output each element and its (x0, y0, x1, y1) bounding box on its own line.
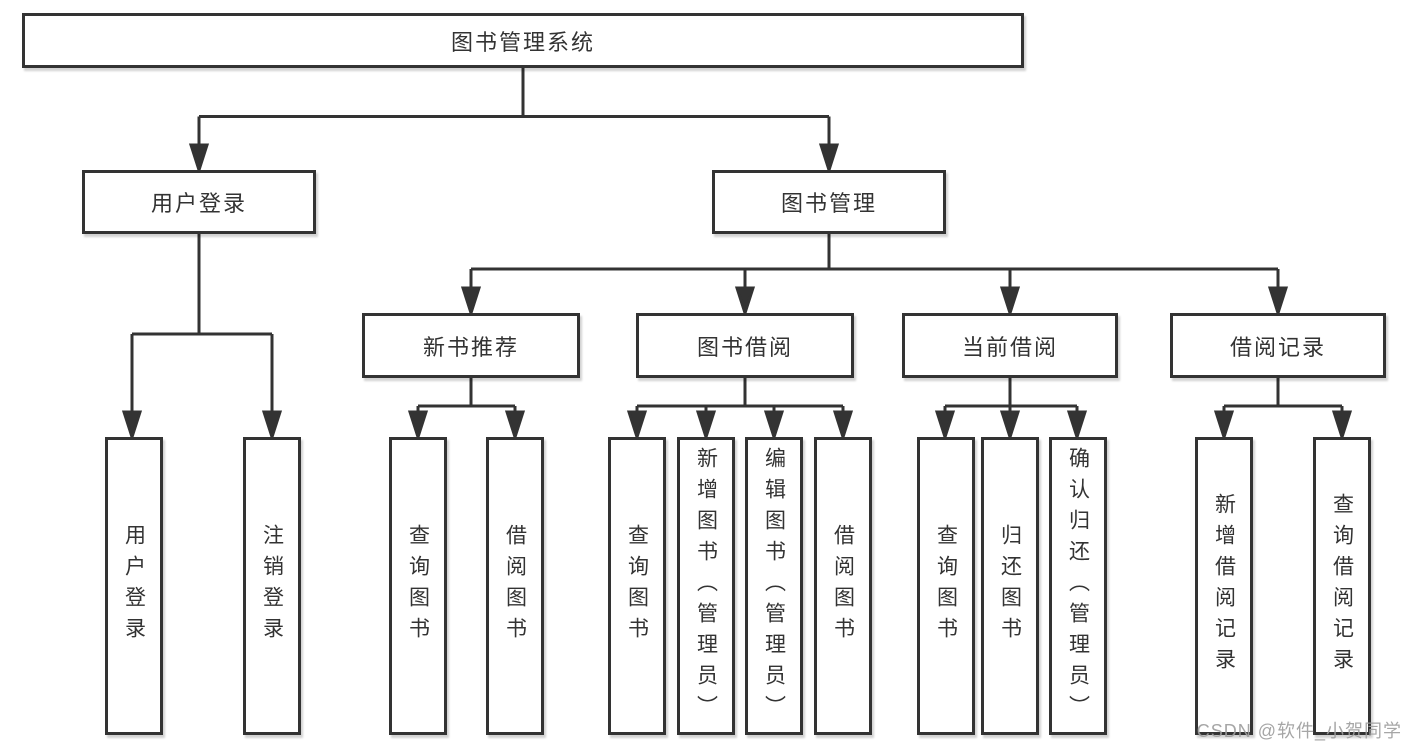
connector-book-mgmt-children (460, 234, 1289, 318)
node-new-book-recommend: 新书推荐 (362, 313, 580, 378)
leaf-query-borrow-record-label: 查询借阅记录 (1330, 493, 1354, 679)
leaf-user-login: 用户登录 (105, 437, 163, 735)
leaf-confirm-return-admin-label: 确认归还（管理员） (1066, 446, 1090, 726)
leaf-query-books-borrow: 查询图书 (608, 437, 666, 735)
leaf-return-books: 归还图书 (981, 437, 1039, 735)
leaf-query-books-recommend-label: 查询图书 (406, 524, 430, 648)
connector-borrow-record-children (1213, 378, 1353, 442)
node-book-borrow: 图书借阅 (636, 313, 854, 378)
node-user-login: 用户登录 (82, 170, 316, 234)
connector-new-book-children (407, 378, 526, 442)
leaf-edit-books-admin-label: 编辑图书（管理员） (762, 446, 786, 726)
connector-root-to-level2 (188, 68, 840, 175)
node-current-borrow-label: 当前借阅 (961, 334, 1058, 360)
node-borrow-records-label: 借阅记录 (1229, 334, 1326, 360)
leaf-logout-label: 注销登录 (260, 524, 284, 648)
connector-user-login-children (121, 234, 283, 442)
node-book-borrow-label: 图书借阅 (696, 334, 793, 360)
node-book-management-label: 图书管理 (780, 191, 877, 216)
leaf-edit-books-admin: 编辑图书（管理员） (745, 437, 803, 735)
leaf-borrow-books: 借阅图书 (814, 437, 872, 735)
leaf-add-borrow-record-label: 新增借阅记录 (1212, 493, 1236, 679)
leaf-query-books-recommend: 查询图书 (389, 437, 447, 735)
leaf-query-books-current: 查询图书 (917, 437, 975, 735)
node-new-book-recommend-label: 新书推荐 (422, 334, 519, 360)
node-user-login-label: 用户登录 (150, 191, 247, 216)
leaf-add-books-admin-label: 新增图书（管理员） (694, 446, 718, 726)
leaf-query-borrow-record: 查询借阅记录 (1313, 437, 1371, 735)
node-current-borrow: 当前借阅 (902, 313, 1118, 378)
connector-book-borrow-children (626, 378, 854, 442)
node-borrow-records: 借阅记录 (1170, 313, 1386, 378)
leaf-query-books-borrow-label: 查询图书 (625, 524, 649, 648)
leaf-confirm-return-admin: 确认归还（管理员） (1049, 437, 1107, 735)
leaf-return-books-label: 归还图书 (998, 524, 1022, 648)
leaf-add-borrow-record: 新增借阅记录 (1195, 437, 1253, 735)
node-book-management: 图书管理 (712, 170, 946, 234)
leaf-borrow-books-recommend-label: 借阅图书 (503, 524, 527, 648)
leaf-borrow-books-recommend: 借阅图书 (486, 437, 544, 735)
leaf-user-login-label: 用户登录 (122, 524, 146, 648)
leaf-borrow-books-label: 借阅图书 (831, 524, 855, 648)
connector-current-borrow-children (934, 378, 1088, 442)
leaf-add-books-admin: 新增图书（管理员） (677, 437, 735, 735)
csdn-watermark: CSDN @软件_小贺同学 (1196, 721, 1402, 741)
node-library-system: 图书管理系统 (22, 13, 1024, 68)
node-library-system-label: 图书管理系统 (450, 29, 595, 55)
leaf-logout: 注销登录 (243, 437, 301, 735)
leaf-query-books-current-label: 查询图书 (934, 524, 958, 648)
